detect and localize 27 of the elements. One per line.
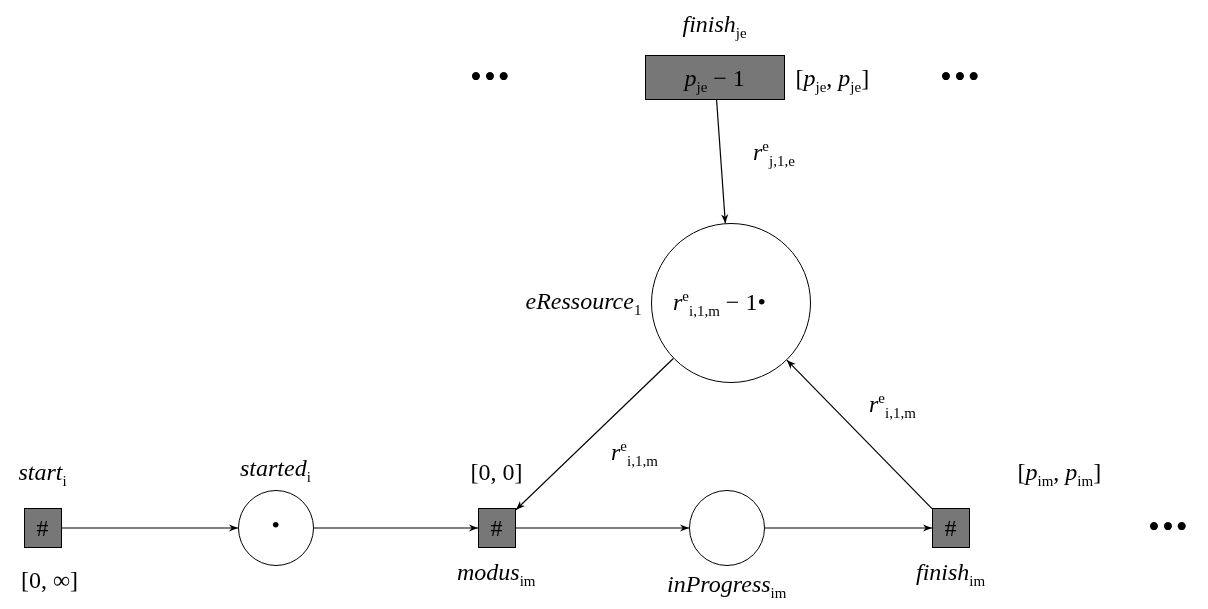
arrow	[786, 359, 933, 510]
interval-label: [p$_{je}$, p$_{je}$]	[795, 65, 870, 95]
node-label: #	[490, 515, 503, 540]
arrow	[764, 524, 933, 532]
node-label: finish$_{je}$	[682, 11, 747, 41]
ellipsis-dots: •••	[940, 60, 982, 94]
node-label: •	[271, 512, 280, 537]
ellipsis-dots: •••	[470, 60, 512, 94]
node-label: r$^{e}$$_{i,1,m}$ − 1•	[673, 288, 766, 319]
node-label: p$_{je}$ − 1	[684, 65, 745, 95]
interval-label: [0, ∞]	[21, 567, 79, 592]
node-label: #	[36, 515, 49, 540]
interval-label: [p$_{im}$, p$_{im}$]	[1017, 459, 1102, 489]
arrow	[515, 524, 690, 532]
node-label: #	[944, 515, 957, 540]
node-label: inProgress$_{im}$	[667, 571, 787, 601]
arrow	[61, 524, 239, 532]
arrow	[515, 357, 674, 511]
ellipsis-dots: •••	[1148, 510, 1190, 544]
node-label: start$_{i}$	[18, 459, 67, 489]
node-label: eRessource$_{1}$	[525, 288, 642, 318]
node-label: finish$_{im}$	[916, 559, 986, 589]
node-label: started$_{i}$	[240, 455, 311, 485]
arrow	[716, 99, 729, 224]
node-label: modus$_{im}$	[457, 559, 536, 589]
arrow	[313, 524, 479, 532]
interval-label: [0, 0]	[470, 459, 523, 484]
